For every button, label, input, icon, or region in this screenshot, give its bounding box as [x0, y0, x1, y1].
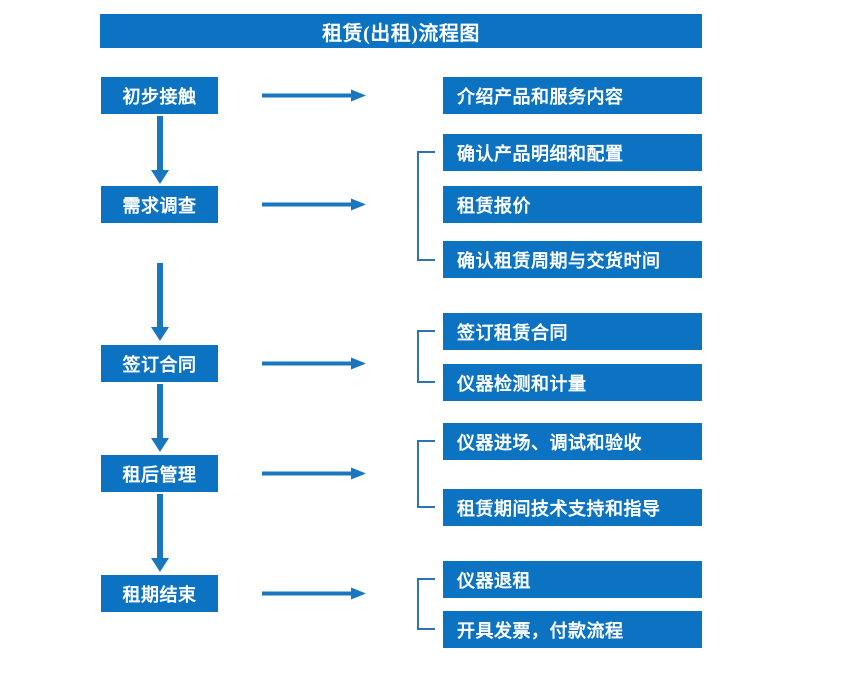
stage-box-2[interactable]: 需求调查	[101, 186, 218, 223]
detail-box-6[interactable]: 仪器检测和计量	[443, 364, 702, 401]
detail-box-7[interactable]: 仪器进场、调试和验收	[443, 423, 702, 460]
detail-box-5[interactable]: 签订租赁合同	[443, 313, 702, 350]
horizontal-arrow-3	[262, 357, 366, 370]
detail-box-9[interactable]: 仪器退租	[443, 561, 702, 598]
stage-box-1[interactable]: 初步接触	[101, 77, 218, 114]
group-bracket-2	[417, 330, 435, 383]
horizontal-arrow-1	[262, 89, 366, 102]
detail-box-10[interactable]: 开具发票，付款流程	[443, 611, 702, 648]
vertical-arrow-4	[151, 494, 169, 572]
stage-box-4[interactable]: 租后管理	[101, 455, 218, 492]
detail-box-4[interactable]: 确认租赁周期与交货时间	[443, 241, 702, 278]
stage-box-5[interactable]: 租期结束	[101, 575, 218, 612]
detail-box-2[interactable]: 确认产品明细和配置	[443, 134, 702, 171]
group-bracket-4	[417, 578, 435, 630]
detail-box-8[interactable]: 租赁期间技术支持和指导	[443, 489, 702, 526]
horizontal-arrow-5	[262, 587, 366, 600]
vertical-arrow-3	[151, 384, 169, 452]
chart-title: 租赁(出租)流程图	[100, 14, 702, 48]
horizontal-arrow-2	[262, 198, 366, 211]
vertical-arrow-2	[151, 263, 169, 341]
group-bracket-1	[417, 151, 435, 261]
horizontal-arrow-4	[262, 467, 366, 480]
group-bracket-3	[417, 440, 435, 508]
stage-box-3[interactable]: 签订合同	[101, 345, 218, 382]
detail-box-1[interactable]: 介绍产品和服务内容	[443, 77, 702, 114]
detail-box-3[interactable]: 租赁报价	[443, 186, 702, 223]
vertical-arrow-1	[151, 116, 169, 184]
